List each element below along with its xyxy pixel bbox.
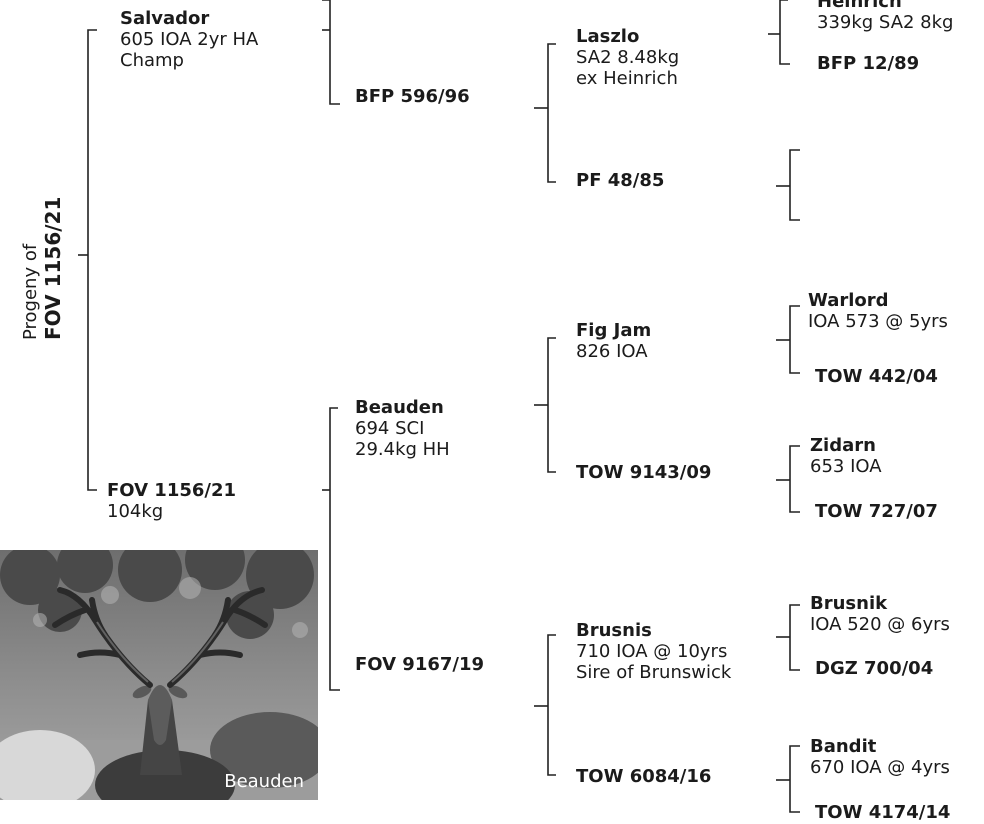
node-detail: 653 IOA	[810, 456, 882, 477]
node-name: Brusnis	[576, 620, 731, 641]
ancestor-node: TOW 442/04	[815, 366, 938, 387]
node-name: Salvador	[120, 8, 258, 29]
dam-dam-dam-node: TOW 6084/16	[576, 766, 711, 787]
sire-dam-dam-node: PF 48/85	[576, 170, 664, 191]
node-detail: IOA 573 @ 5yrs	[808, 311, 948, 332]
node-name: Fig Jam	[576, 320, 651, 341]
node-name: TOW 6084/16	[576, 766, 711, 787]
sire-dam-node: BFP 596/96	[355, 86, 470, 107]
photo-caption: Beauden	[224, 771, 304, 792]
node-detail: ex Heinrich	[576, 68, 679, 89]
node-name: TOW 9143/09	[576, 462, 711, 483]
ancestor-node: DGZ 700/04	[815, 658, 933, 679]
node-name: Laszlo	[576, 26, 679, 47]
node-name: PF 48/85	[576, 170, 664, 191]
node-detail: 339kg SA2 8kg	[817, 12, 953, 33]
node-detail: IOA 520 @ 6yrs	[810, 614, 950, 635]
ancestor-node: Warlord IOA 573 @ 5yrs	[808, 290, 948, 332]
subject-caption: Progeny of FOV 1156/21	[20, 20, 64, 340]
sire-dam-sire-node: Laszlo SA2 8.48kg ex Heinrich	[576, 26, 679, 89]
node-name: TOW 4174/14	[815, 802, 950, 823]
subject-caption-id: FOV 1156/21	[42, 20, 64, 340]
ancestor-node: Zidarn 653 IOA	[810, 435, 882, 477]
node-detail: 826 IOA	[576, 341, 651, 362]
node-detail: 710 IOA @ 10yrs	[576, 641, 731, 662]
node-name: Beauden	[355, 397, 450, 418]
node-name: Bandit	[810, 736, 950, 757]
ancestor-node: Heinrich 339kg SA2 8kg	[817, 0, 953, 33]
node-name: Heinrich	[817, 0, 953, 12]
node-detail: 29.4kg HH	[355, 439, 450, 460]
node-detail: 104kg	[107, 501, 236, 522]
node-detail: 670 IOA @ 4yrs	[810, 757, 950, 778]
ancestor-node: TOW 727/07	[815, 501, 938, 522]
dam-node: FOV 1156/21 104kg	[107, 480, 236, 522]
node-name: TOW 442/04	[815, 366, 938, 387]
dam-dam-sire-node: Brusnis 710 IOA @ 10yrs Sire of Brunswic…	[576, 620, 731, 683]
dam-sire-dam-node: TOW 9143/09	[576, 462, 711, 483]
dam-dam-node: FOV 9167/19	[355, 654, 484, 675]
node-name: BFP 596/96	[355, 86, 470, 107]
stag-illustration	[0, 550, 318, 800]
node-detail: SA2 8.48kg	[576, 47, 679, 68]
stag-photo: Beauden	[0, 550, 318, 800]
node-detail: Champ	[120, 50, 258, 71]
node-detail: 694 SCI	[355, 418, 450, 439]
ancestor-node: Brusnik IOA 520 @ 6yrs	[810, 593, 950, 635]
ancestor-node: BFP 12/89	[817, 53, 919, 74]
ancestor-node: Bandit 670 IOA @ 4yrs	[810, 736, 950, 778]
dam-sire-sire-node: Fig Jam 826 IOA	[576, 320, 651, 362]
subject-caption-prefix: Progeny of	[20, 244, 41, 340]
node-name: DGZ 700/04	[815, 658, 933, 679]
node-name: Brusnik	[810, 593, 950, 614]
node-name: Zidarn	[810, 435, 882, 456]
node-name: FOV 1156/21	[107, 480, 236, 501]
node-detail: 605 IOA 2yr HA	[120, 29, 258, 50]
dam-sire-node: Beauden 694 SCI 29.4kg HH	[355, 397, 450, 460]
sire-node: Salvador 605 IOA 2yr HA Champ	[120, 8, 258, 71]
node-name: BFP 12/89	[817, 53, 919, 74]
node-detail: Sire of Brunswick	[576, 662, 731, 683]
node-name: Warlord	[808, 290, 948, 311]
node-name: TOW 727/07	[815, 501, 938, 522]
ancestor-node: TOW 4174/14	[815, 802, 950, 823]
node-name: FOV 9167/19	[355, 654, 484, 675]
